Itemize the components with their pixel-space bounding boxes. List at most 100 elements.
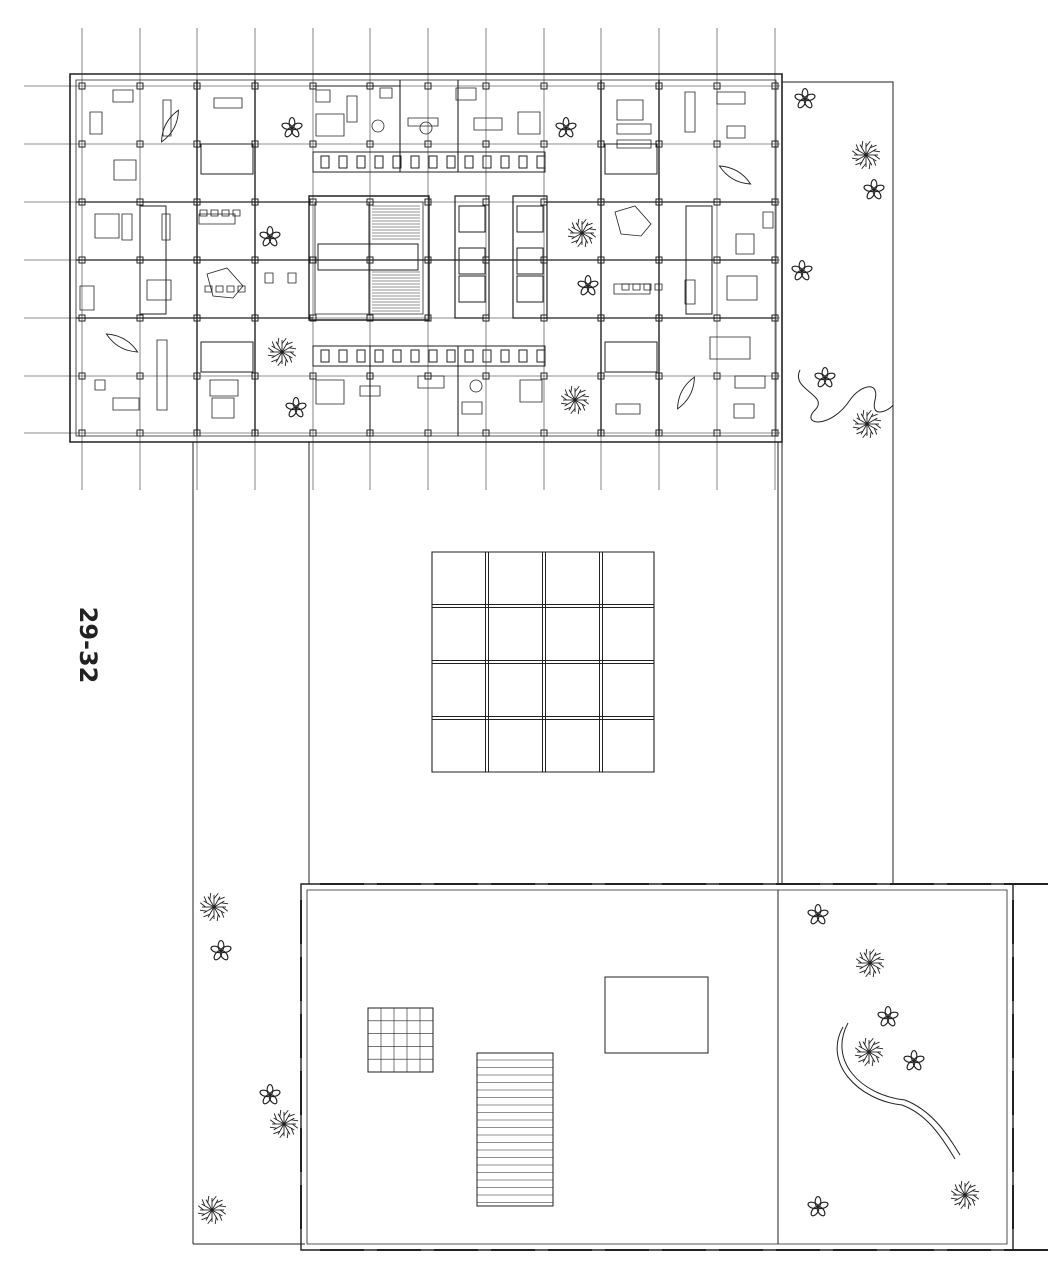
petal xyxy=(791,265,803,274)
podium-inner-edge xyxy=(307,890,1007,1244)
petal xyxy=(262,1094,272,1105)
twig xyxy=(969,1185,975,1188)
furniture-icon xyxy=(520,380,542,402)
column xyxy=(137,141,143,147)
petal xyxy=(880,1016,890,1027)
twig xyxy=(863,410,864,417)
twig xyxy=(855,1055,862,1056)
furniture-icon xyxy=(113,90,133,102)
twig xyxy=(865,1038,866,1045)
twig xyxy=(270,1127,277,1128)
furniture-icon xyxy=(685,280,695,304)
twig xyxy=(589,229,596,230)
branch xyxy=(867,414,873,424)
petal xyxy=(259,231,271,240)
branch xyxy=(274,1118,284,1124)
branch xyxy=(860,963,870,969)
twig xyxy=(856,966,863,967)
locker xyxy=(483,156,491,168)
locker xyxy=(537,350,545,362)
plant-icon xyxy=(794,88,816,109)
twig xyxy=(578,219,579,226)
twig xyxy=(203,914,209,917)
branch xyxy=(282,352,288,362)
branch xyxy=(869,1052,875,1062)
twig xyxy=(208,1218,212,1223)
branch xyxy=(859,1052,869,1058)
twig xyxy=(972,1191,979,1192)
branch xyxy=(208,897,214,907)
furniture-icon xyxy=(147,280,171,300)
table-icon xyxy=(371,119,385,133)
elevator-car xyxy=(517,248,543,274)
elevator-car xyxy=(459,248,485,274)
petal xyxy=(810,1206,820,1217)
branch xyxy=(856,155,866,161)
plant-icon xyxy=(791,260,813,281)
locker xyxy=(447,156,455,168)
service-room xyxy=(201,342,253,372)
branch xyxy=(284,1124,294,1130)
furniture-icon xyxy=(614,284,650,294)
branch xyxy=(204,901,214,907)
branch xyxy=(861,424,867,434)
twig xyxy=(856,959,861,963)
twig xyxy=(268,355,275,356)
tree-icon xyxy=(200,893,228,921)
plant-icon xyxy=(555,117,577,138)
elevator-car xyxy=(459,206,485,232)
twig xyxy=(202,1199,205,1205)
furniture-icon xyxy=(163,100,171,136)
branch xyxy=(212,1204,222,1210)
garden-path xyxy=(798,370,893,422)
column xyxy=(79,141,85,147)
twig xyxy=(852,158,859,159)
twig xyxy=(274,1113,277,1119)
twig xyxy=(876,1048,883,1049)
elevator-shaft xyxy=(513,196,547,318)
furniture-icon xyxy=(114,160,136,180)
table-icon xyxy=(419,121,433,135)
column xyxy=(79,373,85,379)
petal xyxy=(814,372,826,381)
branch xyxy=(212,1210,218,1220)
twig xyxy=(862,141,863,148)
twig xyxy=(198,1213,205,1214)
furniture-icon xyxy=(113,398,139,410)
column xyxy=(541,83,547,89)
petal xyxy=(259,1089,271,1098)
plant-icon xyxy=(877,1006,899,1027)
twig xyxy=(873,1042,879,1045)
vent-grille xyxy=(368,1008,433,1072)
locker xyxy=(339,350,347,362)
petal xyxy=(555,122,567,131)
petal xyxy=(577,280,589,289)
twig xyxy=(876,1056,879,1062)
twig xyxy=(285,359,286,366)
column xyxy=(714,141,720,147)
petal xyxy=(794,93,806,102)
twig xyxy=(204,896,207,902)
locker xyxy=(483,350,491,362)
twig xyxy=(589,237,592,243)
plant-icon xyxy=(863,179,885,200)
furniture-icon xyxy=(736,234,754,254)
twig xyxy=(862,163,866,168)
branch xyxy=(572,233,582,239)
twig xyxy=(878,963,883,967)
petal xyxy=(797,98,807,109)
elevator-car xyxy=(517,206,543,232)
branch xyxy=(214,897,220,907)
twig xyxy=(561,403,568,404)
branch xyxy=(965,1185,971,1195)
column xyxy=(714,373,720,379)
twig xyxy=(200,903,205,907)
branch xyxy=(965,1195,971,1205)
petal xyxy=(284,127,294,138)
furniture-icon xyxy=(717,92,745,104)
twig xyxy=(951,1191,956,1195)
branch xyxy=(866,149,876,155)
plant-icon xyxy=(259,1084,281,1105)
core-stair-block xyxy=(309,196,429,320)
column xyxy=(137,373,143,379)
